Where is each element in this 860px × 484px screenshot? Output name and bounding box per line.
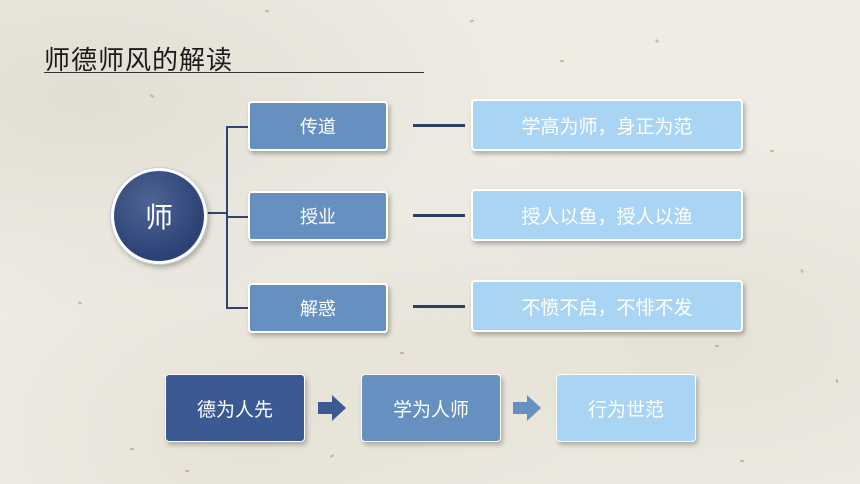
speck [715,345,719,347]
dash-connector-3 [413,305,465,308]
arrow-right-icon [513,395,541,421]
speck [185,470,189,472]
speck [130,448,134,450]
speck [400,352,404,354]
sequence-step-2: 学为人师 [361,374,501,442]
branch-node-2: 授业 [248,191,388,241]
connector-horizontal [203,212,227,214]
speck [740,460,744,462]
dash-connector-1 [413,124,465,127]
center-node: 师 [111,168,207,264]
branch-node-1: 传道 [248,101,388,151]
page-title: 师德师风的解读 [44,46,234,76]
speck [560,60,564,62]
branch-node-3: 解惑 [248,283,388,333]
dash-connector-2 [413,214,465,217]
connector-branch-1 [226,126,248,128]
branch-description-1: 学高为师，身正为范 [471,99,743,151]
arrow-right-icon [318,395,346,421]
connector-branch-2 [226,216,248,218]
branch-description-2: 授人以鱼，授人以渔 [471,189,743,241]
sequence-step-3: 行为世范 [556,374,696,442]
branch-description-3: 不愤不启，不悱不发 [471,280,743,332]
title-underline [44,72,424,73]
speck [265,10,269,12]
sequence-step-1: 德为人先 [165,374,305,442]
connector-branch-3 [226,307,248,309]
speck [770,150,774,152]
